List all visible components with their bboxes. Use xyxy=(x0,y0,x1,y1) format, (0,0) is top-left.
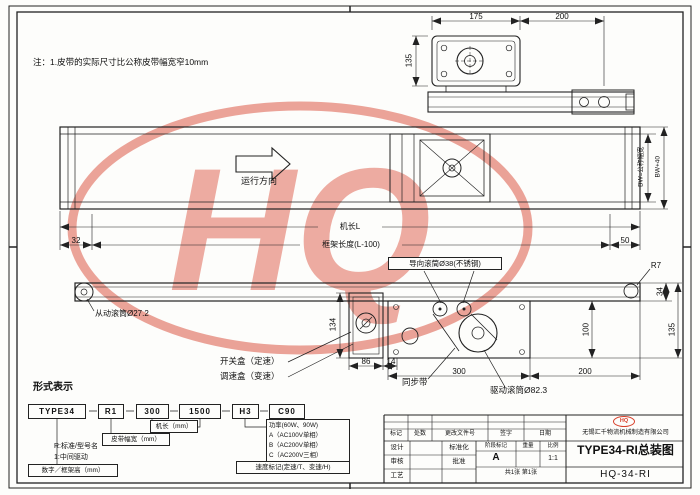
rev-col-docno: 更改文件号 xyxy=(444,431,475,437)
dim-r7: R7 xyxy=(650,261,662,270)
top-view-linework xyxy=(412,16,635,115)
drive-roller-label: 驱动滚筒Ø82.3 xyxy=(490,385,548,395)
belt-note: 注：1.皮带的实际尺寸比公称皮带幅宽窄10mm xyxy=(33,57,209,67)
role-approve: 批准 xyxy=(452,458,466,465)
watermark-hq-logo: HQ xyxy=(169,133,432,328)
side-view-linework xyxy=(74,268,682,388)
dim-50: 50 xyxy=(620,236,630,245)
drawing-number: HQ-34-RI xyxy=(600,469,651,480)
scale-value: 1:1 xyxy=(548,455,558,462)
label-belt-width: 皮带幅宽（mm） xyxy=(102,433,170,446)
watermark-ellipse xyxy=(67,101,533,355)
title-block-grid xyxy=(383,414,683,483)
model-segment-power: H3 xyxy=(232,404,259,419)
label-middle-drive: 1:中间驱动 xyxy=(54,454,88,461)
dim-200-side: 200 xyxy=(578,367,592,376)
overall-width-label: BW+40 xyxy=(654,155,662,178)
dim-135-top: 135 xyxy=(404,53,414,68)
weight-label: 重量 xyxy=(522,443,534,449)
rev-col-count: 处数 xyxy=(413,431,426,437)
dim-machine-length: 机长L xyxy=(339,222,361,231)
dim-175: 175 xyxy=(469,12,483,21)
role-process: 工艺 xyxy=(390,472,404,479)
role-check: 审核 xyxy=(390,458,404,465)
model-segment-r1: R1 xyxy=(98,404,124,419)
plan-view-linework xyxy=(59,126,668,210)
role-design: 设计 xyxy=(390,444,404,451)
label-speed-mark: 速度标记(定速/T、变速/H) xyxy=(236,461,350,474)
dim-134: 134 xyxy=(328,317,338,332)
dim-32: 32 xyxy=(71,236,81,245)
company-name: 无锡汇千物流机械制造有限公司 xyxy=(582,429,669,436)
label-power: 功率(60W、90W) xyxy=(269,422,318,429)
label-frame-height: 数字／框架高（mm） xyxy=(28,464,118,477)
model-segment-width: 300 xyxy=(136,404,169,419)
length-dimensions xyxy=(59,211,641,250)
sheet-frame xyxy=(8,5,692,489)
switch-box-label: 开关盒（定速） xyxy=(220,356,280,366)
company-hq-logo: HQ xyxy=(613,416,635,427)
dim-100: 100 xyxy=(581,322,591,337)
dim-300: 300 xyxy=(452,367,466,376)
dim-14: 14 xyxy=(386,357,396,366)
label-machine-length: 机长（mm） xyxy=(150,420,198,433)
drawing-title: TYPE34-RI总装图 xyxy=(577,443,674,457)
model-segment-length: 1500 xyxy=(179,404,221,419)
speed-box-label: 调速盒（变速） xyxy=(220,371,280,381)
belt-width-label: BW=公称幅宽 xyxy=(637,146,645,187)
dim-200-top: 200 xyxy=(555,12,569,21)
rev-col-mark: 标记 xyxy=(389,431,402,437)
dim-86: 86 xyxy=(361,357,371,366)
dim-34: 34 xyxy=(655,287,665,297)
stage-mark-value: A xyxy=(492,452,500,463)
label-power-a: A（AC100V单相） xyxy=(269,432,322,439)
model-code-heading: 形式表示 xyxy=(33,382,73,393)
sheet-info: 共1张 第1张 xyxy=(504,470,538,476)
model-segment-type: TYPE34 xyxy=(28,404,86,419)
sync-belt-label: 同步带 xyxy=(402,377,428,387)
direction-arrow xyxy=(235,146,291,182)
stage-mark-label: 阶段标记 xyxy=(484,443,507,449)
role-standardize: 标准化 xyxy=(449,444,469,451)
dim-frame-length: 框架长度(L-100) xyxy=(322,240,380,249)
label-power-group: 功率(60W、90W) A（AC100V单相） B（AC200V单相） C（AC… xyxy=(266,419,350,462)
run-direction-label: 运行方向 xyxy=(240,176,277,186)
rev-col-sign: 签字 xyxy=(499,431,512,437)
label-power-c: C（AC200V三相） xyxy=(269,452,323,459)
dim-135-side: 135 xyxy=(667,322,677,337)
label-power-b: B（AC200V单相） xyxy=(269,442,322,449)
label-r-standard: R:标准/型号名 xyxy=(54,443,98,450)
driven-roller-label: 从动滚筒Ø27.2 xyxy=(95,309,149,318)
guide-roller-label: 导向滚筒Ø38(不锈钢) xyxy=(388,257,502,270)
rev-col-date: 日期 xyxy=(538,431,551,437)
scale-label: 比例 xyxy=(547,443,559,449)
model-segment-speed: C90 xyxy=(269,404,305,419)
